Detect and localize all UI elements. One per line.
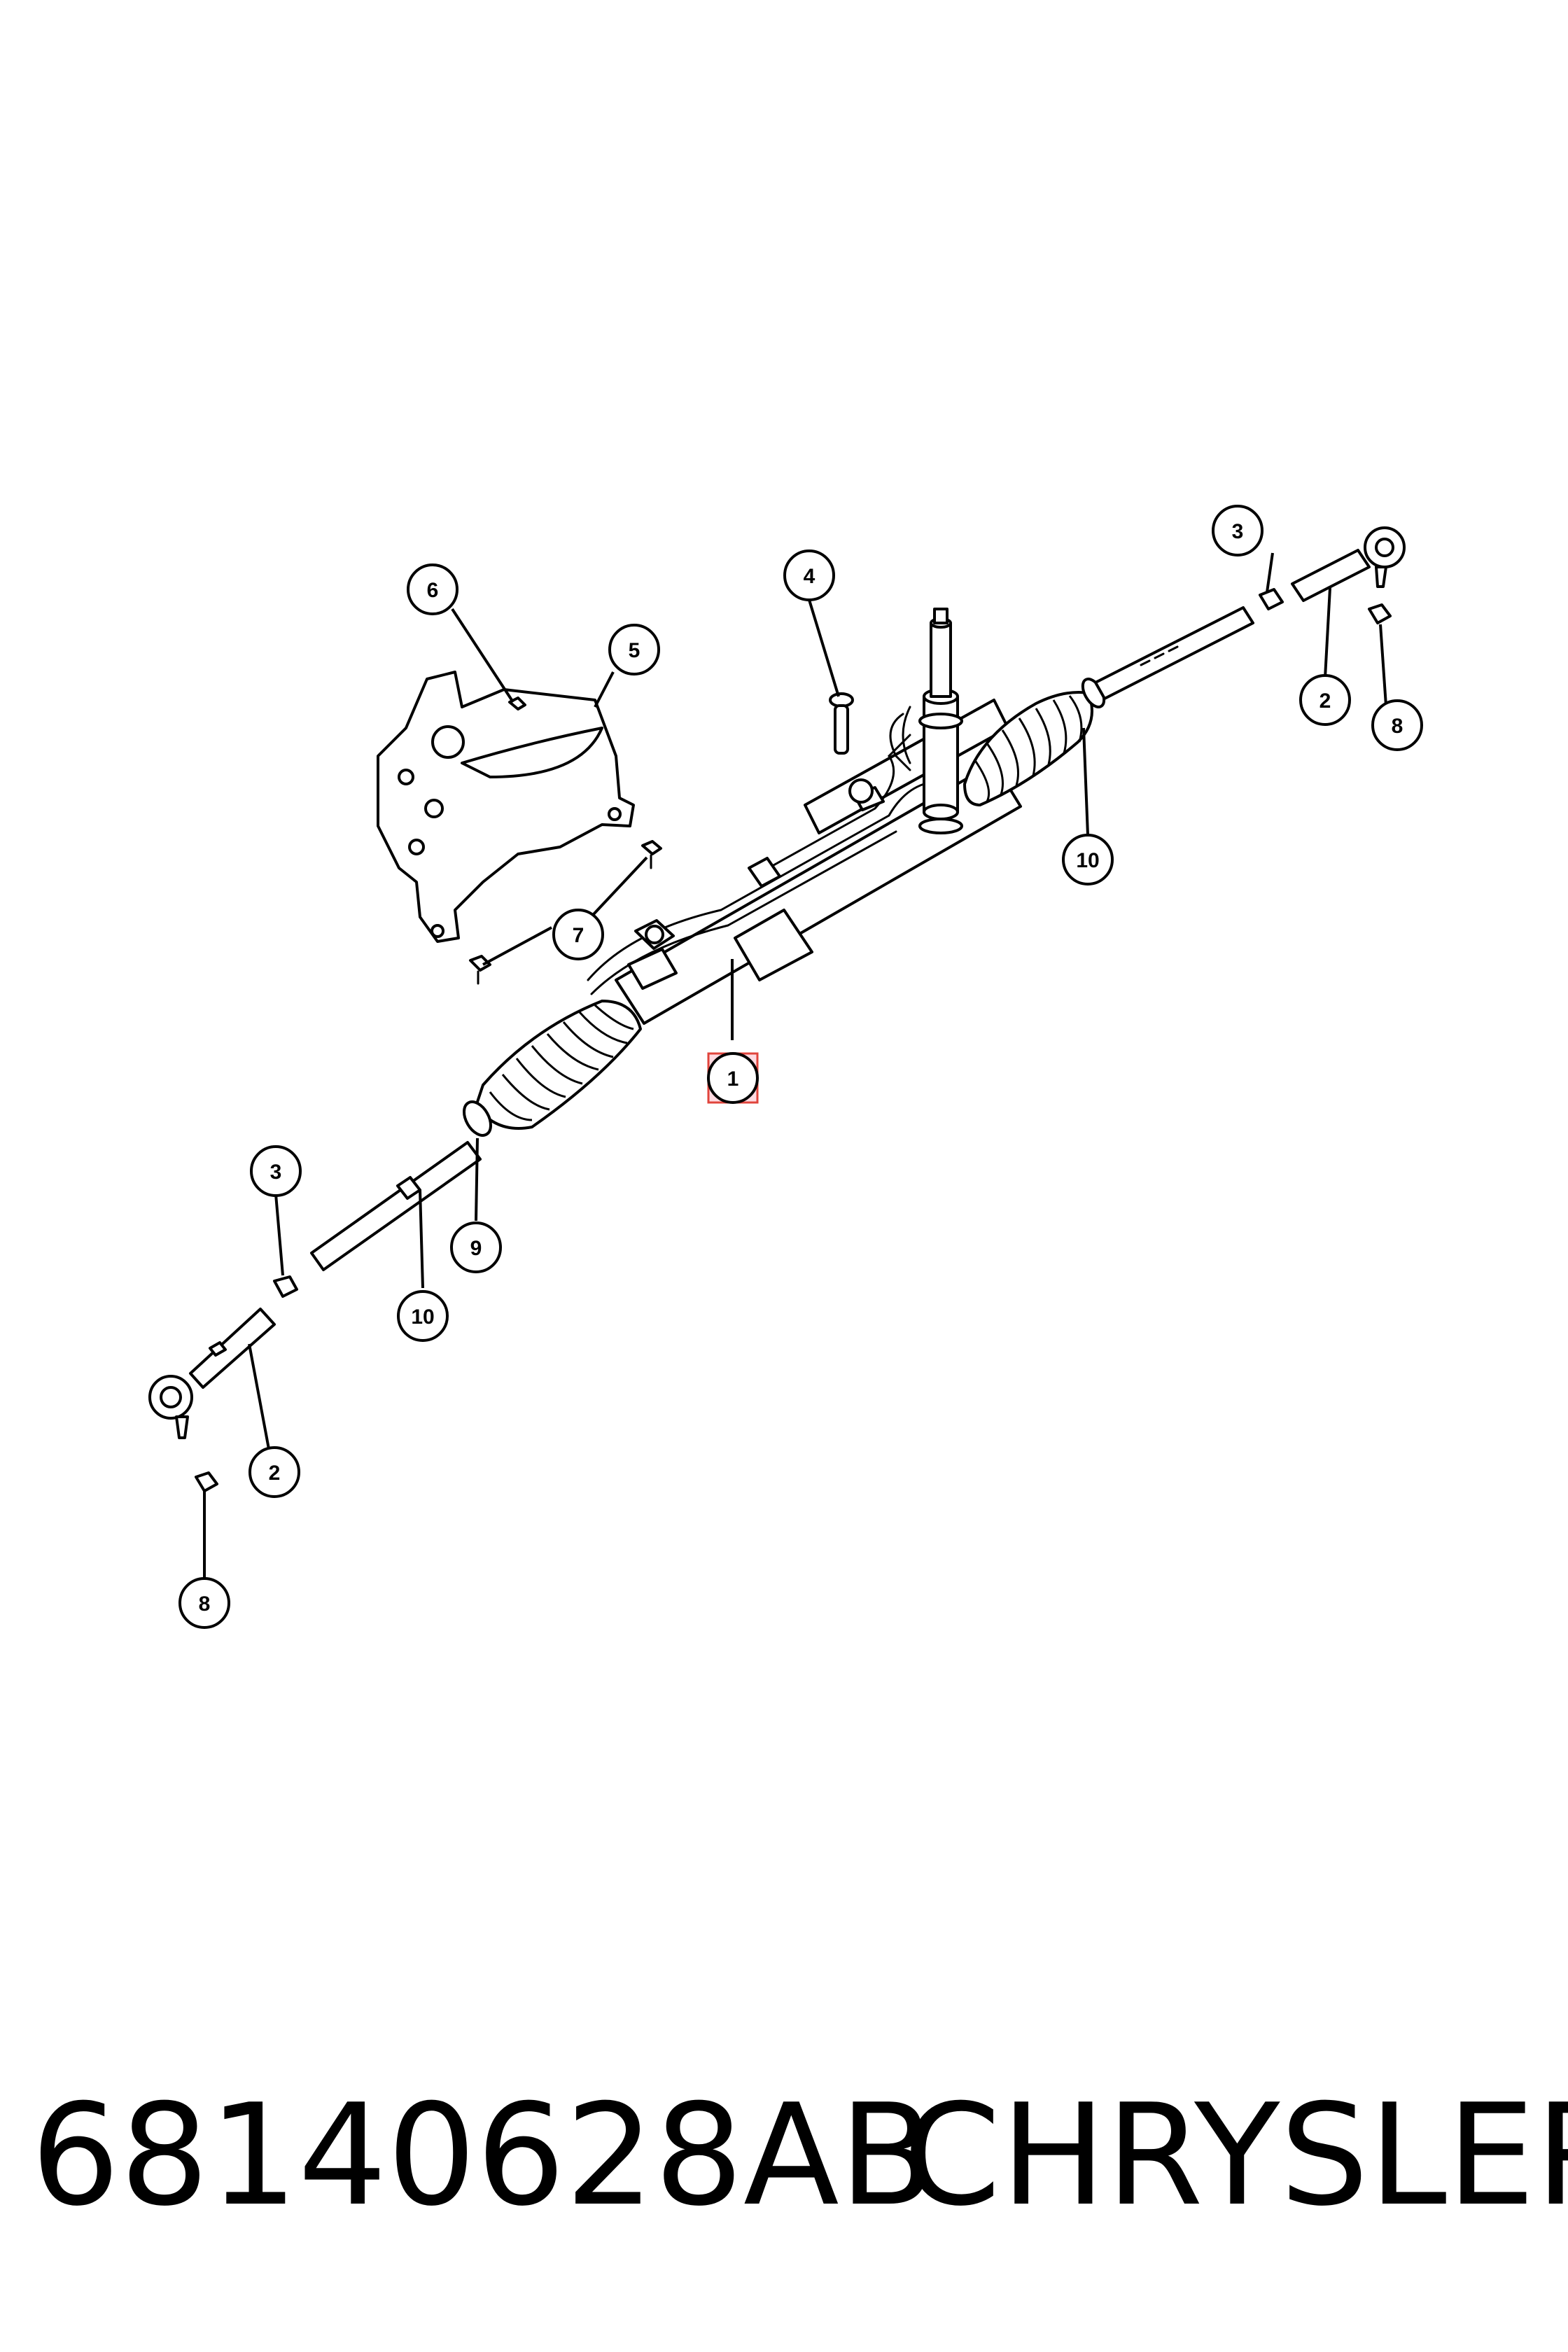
- callout-8-left[interactable]: 8: [178, 1577, 230, 1629]
- callout-label: 7: [573, 924, 584, 947]
- callout-2-right[interactable]: 2: [1299, 674, 1351, 726]
- callout-label: 2: [269, 1462, 281, 1485]
- callout-3-right[interactable]: 3: [1212, 505, 1264, 556]
- callout-label: 8: [1392, 715, 1404, 738]
- outer-tie-rod-left: [148, 1275, 298, 1492]
- callout-3-left[interactable]: 3: [250, 1145, 302, 1197]
- leader-lines: [203, 552, 1387, 1579]
- mount-bolt: [829, 692, 854, 755]
- callout-label: 3: [270, 1161, 282, 1184]
- callout-10-left[interactable]: 10: [397, 1290, 449, 1342]
- callout-label: 10: [411, 1306, 434, 1329]
- parts-diagram: 1 2 2 3 3 4 5 6 7 8 8 9: [148, 505, 1423, 1629]
- callout-10-right[interactable]: 10: [1062, 834, 1114, 886]
- callout-label: 6: [427, 579, 439, 602]
- callout-2-left[interactable]: 2: [248, 1446, 300, 1498]
- callout-9[interactable]: 9: [450, 1222, 502, 1273]
- callout-8-right[interactable]: 8: [1371, 699, 1423, 751]
- callout-label: 3: [1232, 520, 1244, 543]
- callout-label: 9: [470, 1237, 482, 1260]
- callout-label: 4: [804, 565, 816, 588]
- steering-gear-assembly: [310, 606, 1254, 1271]
- shield-screws: [469, 696, 662, 985]
- part-number: 68140628AB: [31, 2074, 935, 2237]
- callout-label: 8: [199, 1592, 211, 1616]
- callout-label: 2: [1320, 690, 1331, 713]
- callout-1[interactable]: 1: [707, 1052, 759, 1104]
- callout-5[interactable]: 5: [608, 624, 660, 676]
- callout-label: 1: [727, 1068, 739, 1091]
- callout-6[interactable]: 6: [407, 564, 458, 615]
- footer: 68140628AB CHRYSLER: [0, 2072, 1568, 2254]
- callout-label: 5: [629, 639, 640, 662]
- outer-tie-rod-right: [1259, 526, 1406, 624]
- callout-label: 10: [1076, 849, 1099, 872]
- callout-7[interactable]: 7: [552, 909, 604, 960]
- brand-name: CHRYSLER: [903, 2074, 1568, 2237]
- heat-shield: [377, 671, 635, 943]
- callout-4[interactable]: 4: [783, 550, 835, 601]
